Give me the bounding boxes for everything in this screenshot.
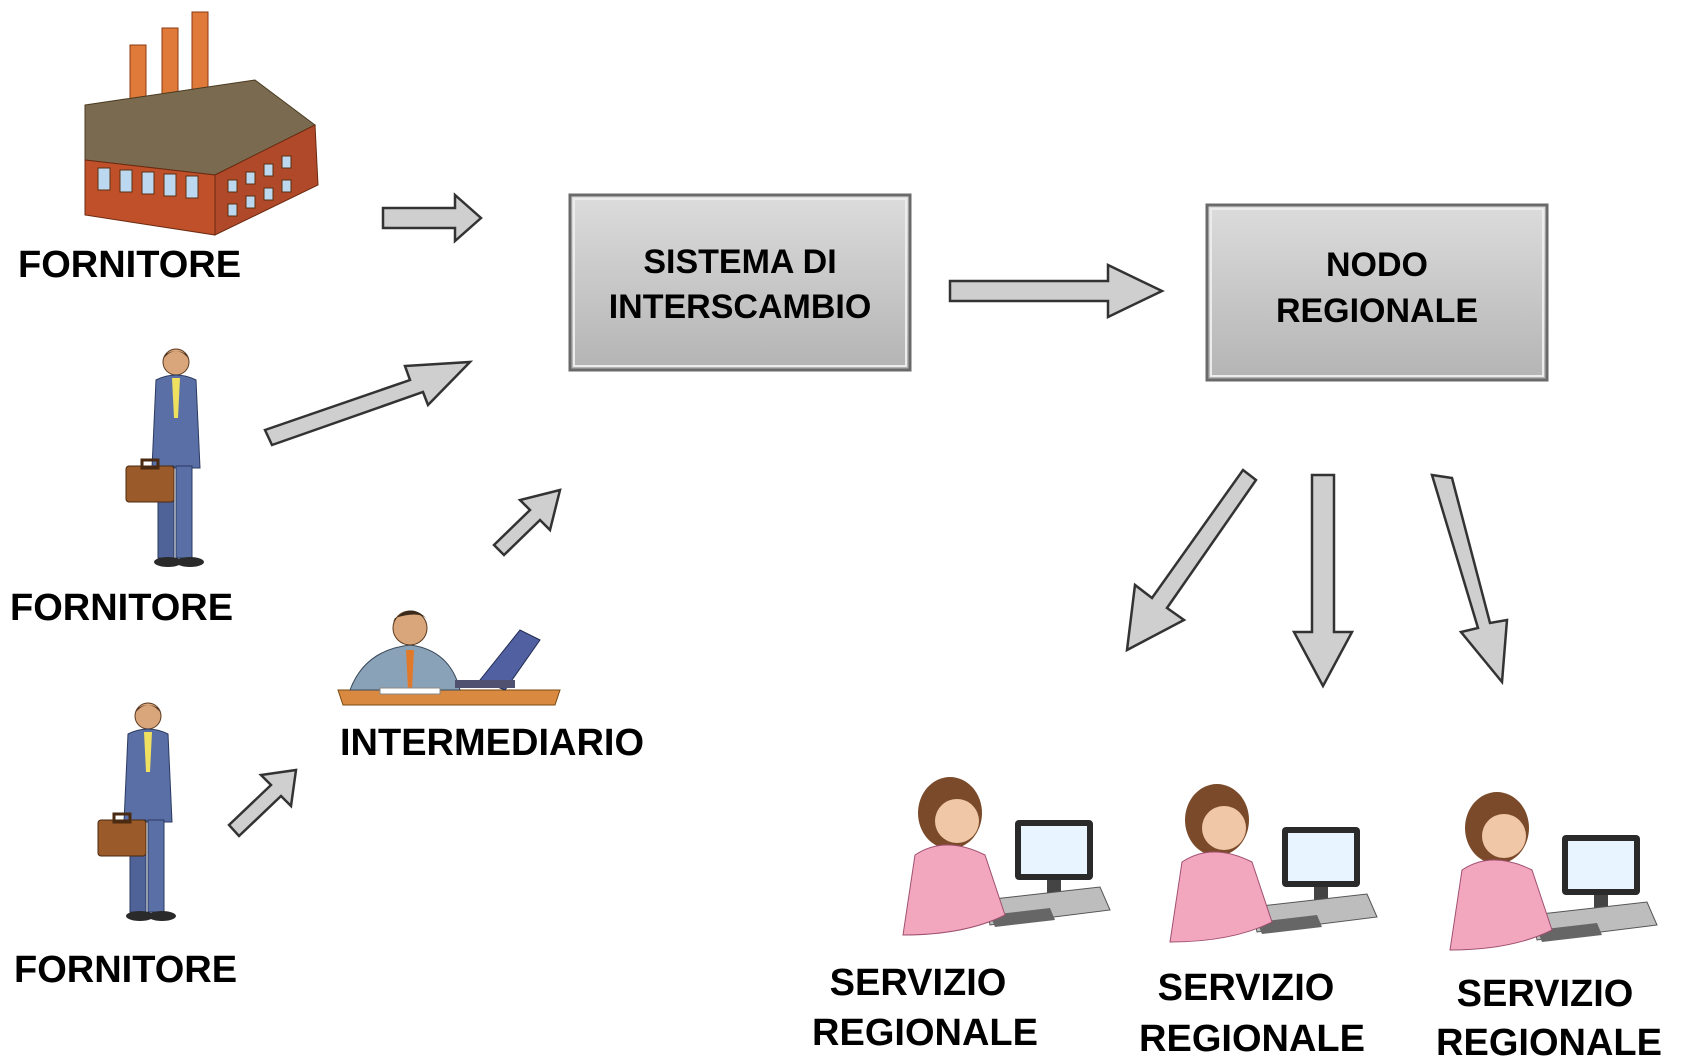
exchange-system-box: SISTEMA DI INTERSCAMBIO [568, 193, 912, 372]
arrow-system-to-node [948, 263, 1165, 319]
service-2-line1: SERVIZIO [1158, 967, 1335, 1009]
service-1-line2: REGIONALE [812, 1012, 1038, 1054]
service-1-line1: SERVIZIO [830, 962, 1007, 1004]
arrow-node-to-service-3 [1430, 473, 1509, 686]
arrow-intermediary-to-system [492, 488, 562, 557]
arrow-node-to-service-1 [1125, 468, 1258, 653]
computer-operator-icon [1449, 792, 1658, 951]
arrow-supplier-to-intermediary [227, 768, 298, 838]
regional-node-line2: REGIONALE [1276, 292, 1478, 330]
service-3-line2: REGIONALE [1436, 1022, 1662, 1060]
office-worker-icon [337, 610, 561, 706]
regional-node-line1: NODO [1326, 246, 1428, 284]
exchange-system-line1: SISTEMA DI [643, 243, 836, 281]
arrow-supplier-to-system [263, 360, 474, 447]
supplier-label-2: FORNITORE [10, 587, 233, 629]
exchange-system-line2: INTERSCAMBIO [609, 288, 872, 326]
service-2-line2: REGIONALE [1139, 1018, 1365, 1060]
computer-operator-icon [1169, 784, 1378, 943]
intermediary-label: INTERMEDIARIO [340, 722, 644, 764]
supplier-label-3: FORNITORE [14, 949, 237, 991]
businessman-icon [97, 702, 176, 921]
service-3-line1: SERVIZIO [1457, 973, 1634, 1015]
arrow-factory-to-system [381, 192, 483, 244]
computer-operator-icon [902, 777, 1111, 936]
supplier-label-1: FORNITORE [18, 244, 241, 286]
businessman-icon [125, 348, 204, 567]
factory-icon [84, 11, 319, 236]
arrow-node-to-service-2 [1291, 473, 1355, 689]
regional-node-box: NODO REGIONALE [1205, 203, 1549, 382]
